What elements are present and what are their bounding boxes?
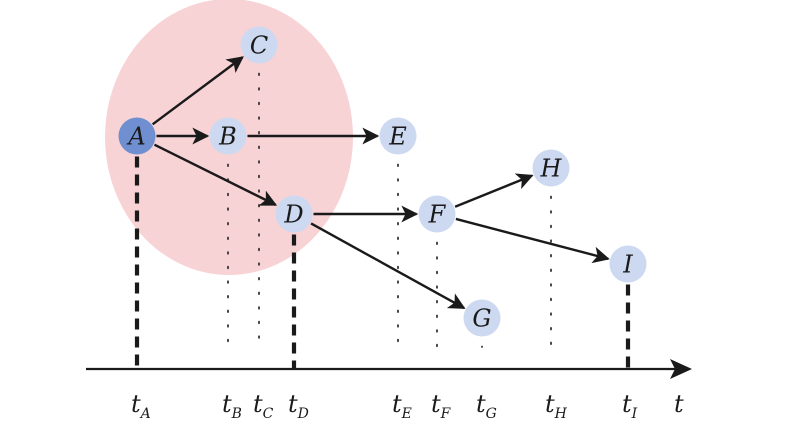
node-circle-a xyxy=(118,117,156,155)
node-i: I xyxy=(609,245,647,283)
node-h: H xyxy=(532,149,570,187)
edge-f-to-i xyxy=(455,217,610,264)
node-label-b: B xyxy=(218,123,237,151)
edges xyxy=(151,56,610,310)
node-f: F xyxy=(418,195,456,233)
node-c: C xyxy=(240,26,278,64)
node-label-d: D xyxy=(283,201,303,229)
edge-a-to-d xyxy=(153,143,278,206)
node-circle-b xyxy=(209,117,247,155)
edge-f-to-h xyxy=(454,173,534,208)
node-label-e: E xyxy=(388,123,407,151)
node-a: A xyxy=(118,117,156,155)
time-axis-arrowhead xyxy=(670,359,692,379)
node-circle-g xyxy=(463,299,501,337)
tick-label-b: tB xyxy=(222,390,242,422)
tick-label-f: tF xyxy=(431,390,452,422)
node-circle-e xyxy=(379,117,417,155)
node-circle-c xyxy=(240,26,278,64)
node-e: E xyxy=(379,117,417,155)
time-axis-label: t xyxy=(674,390,684,418)
tick-label-e: tE xyxy=(392,390,412,422)
tick-label-i: tI xyxy=(622,390,638,422)
node-circle-i xyxy=(609,245,647,283)
node-label-i: I xyxy=(622,251,633,279)
time-axis xyxy=(86,359,692,379)
tick-label-a: tA xyxy=(131,390,151,422)
node-label-f: F xyxy=(428,201,447,229)
edge-d-to-g xyxy=(310,222,466,310)
node-d: D xyxy=(275,195,313,233)
tick-label-g: tG xyxy=(476,390,497,422)
tick-label-c: tC xyxy=(253,390,274,422)
node-circle-d xyxy=(275,195,313,233)
node-circle-h xyxy=(532,149,570,187)
tick-label-d: tD xyxy=(288,390,309,422)
edge-a-to-c xyxy=(151,56,244,126)
node-label-h: H xyxy=(540,155,563,183)
nodes: A B C D E F G H I xyxy=(118,26,647,337)
node-label-c: C xyxy=(250,32,268,60)
node-g: G xyxy=(463,299,501,337)
time-drop-lines xyxy=(134,72,631,369)
node-circle-f xyxy=(418,195,456,233)
node-label-a: A xyxy=(126,123,145,151)
node-label-g: G xyxy=(472,305,491,333)
time-tick-labels: tA tB tC tD tE tF tG tH tI xyxy=(131,390,638,422)
node-b: B xyxy=(209,117,247,155)
tick-label-h: tH xyxy=(545,390,568,422)
